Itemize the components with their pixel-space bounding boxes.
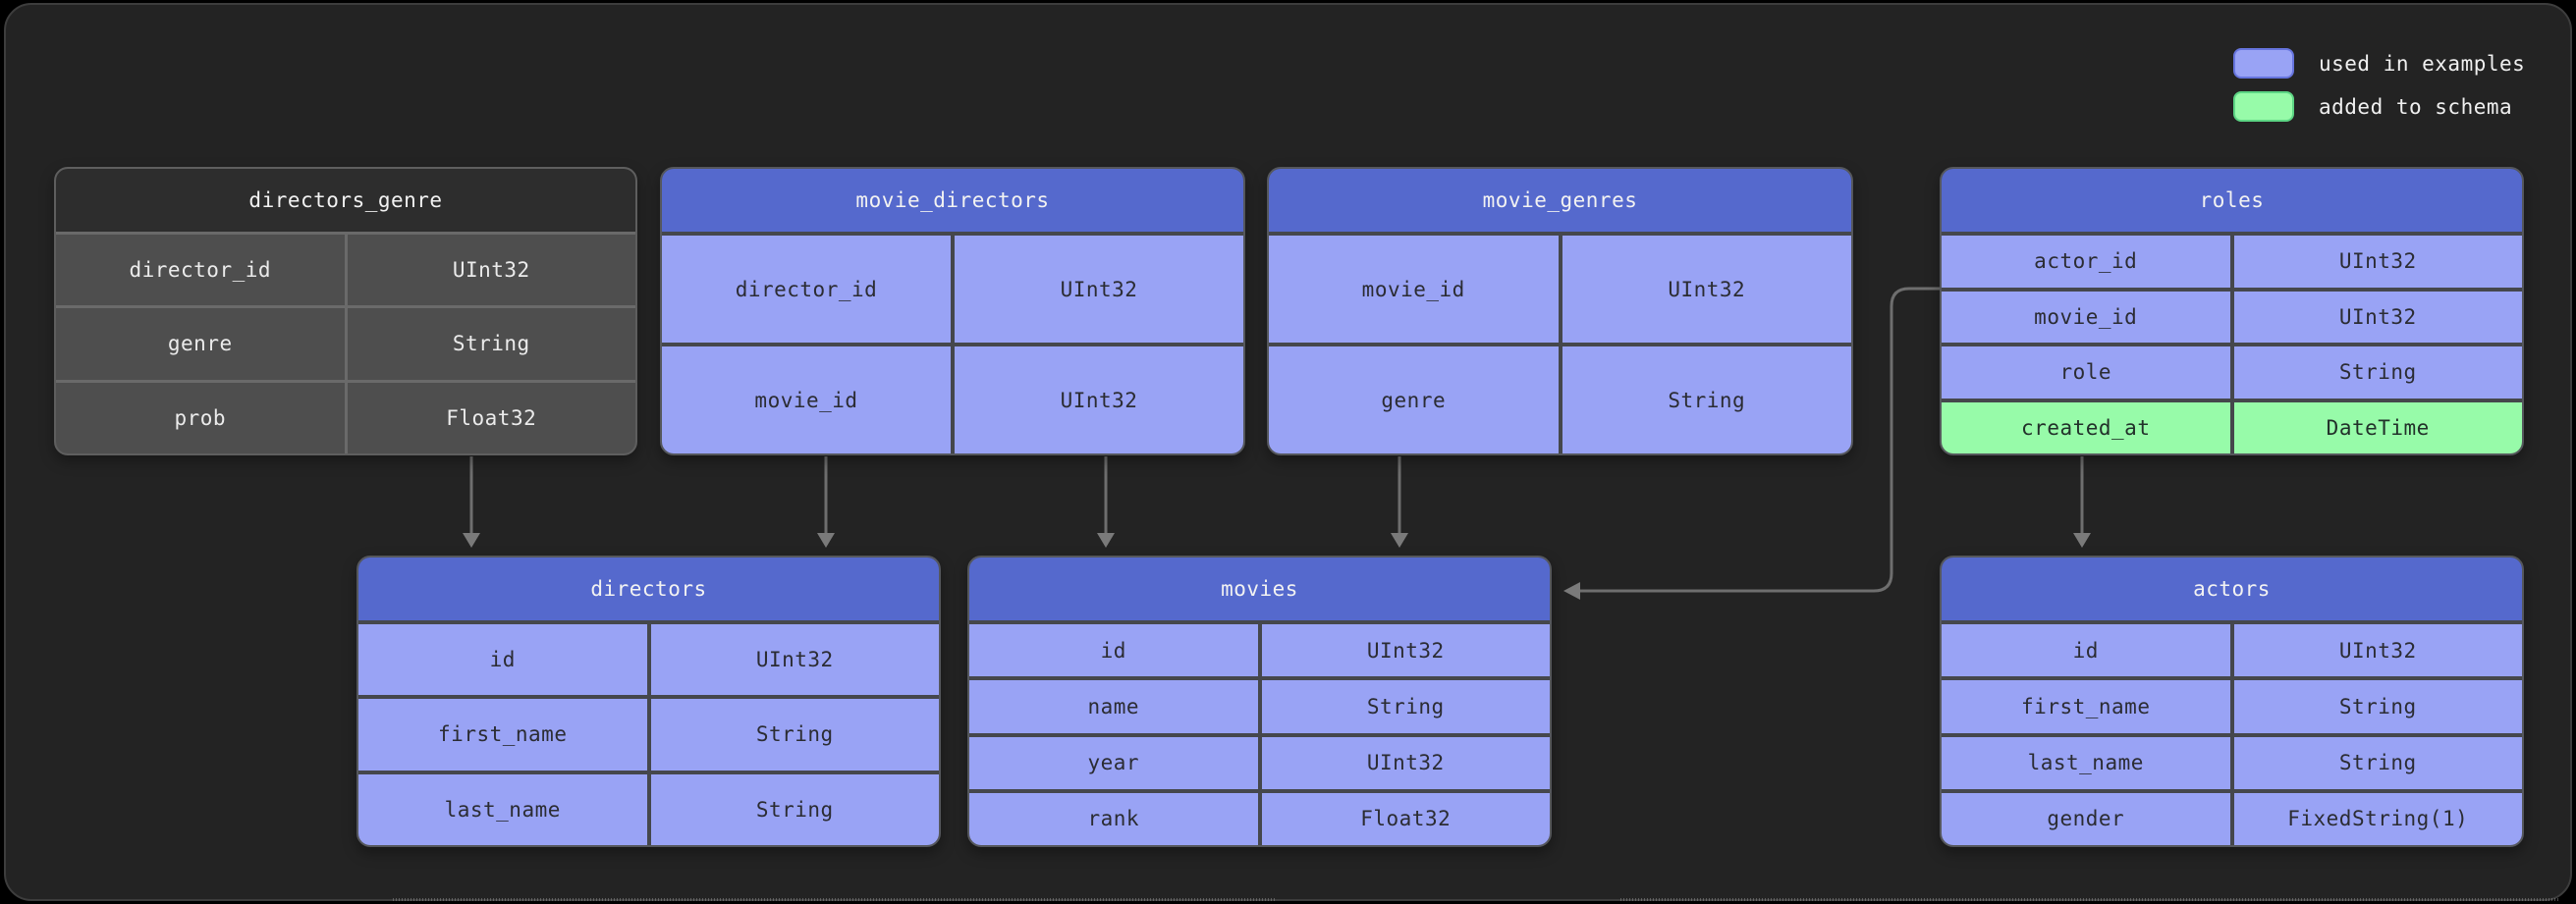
field-name: last_name: [358, 773, 647, 845]
field-type: UInt32: [955, 236, 1243, 343]
field-type: String: [347, 308, 635, 380]
legend-swatch-used-in-examples: [2233, 48, 2294, 79]
field-name: first_name: [358, 699, 647, 771]
field-type: UInt32: [955, 346, 1243, 453]
field-name: name: [969, 680, 1258, 733]
field-name: movie_id: [662, 346, 951, 453]
table-title-directors_genre: directors_genre: [56, 169, 635, 232]
field-name: year: [969, 736, 1258, 789]
table-title-movie_genres: movie_genres: [1269, 169, 1851, 232]
field-name: id: [969, 624, 1258, 677]
field-name: director_id: [56, 235, 345, 306]
bottom-cutoff-artifact: [393, 898, 1277, 901]
field-name: last_name: [1942, 736, 2230, 789]
field-name: prob: [56, 382, 345, 453]
field-name: movie_id: [1942, 291, 2230, 343]
legend: used in examples added to schema: [2233, 48, 2525, 122]
field-type: Float32: [347, 382, 635, 453]
field-name: genre: [56, 308, 345, 380]
field-name: id: [358, 624, 647, 696]
table-title-movie_directors: movie_directors: [662, 169, 1243, 232]
field-type: String: [650, 699, 939, 771]
field-type: String: [2233, 346, 2522, 399]
field-type: DateTime: [2233, 401, 2522, 453]
bottom-cutoff-artifact: [1620, 898, 2558, 901]
table-title-roles: roles: [1942, 169, 2522, 232]
table-title-movies: movies: [969, 558, 1550, 620]
field-type: Float32: [1261, 792, 1550, 845]
field-type: String: [650, 773, 939, 845]
field-type: String: [2233, 680, 2522, 733]
field-type: UInt32: [1261, 624, 1550, 677]
field-name: movie_id: [1269, 236, 1559, 343]
field-type: UInt32: [2233, 291, 2522, 343]
table-title-directors: directors: [358, 558, 939, 620]
legend-swatch-added-to-schema: [2233, 91, 2294, 122]
field-name: id: [1942, 624, 2230, 677]
field-name: role: [1942, 346, 2230, 399]
field-type: UInt32: [1562, 236, 1851, 343]
field-name: gender: [1942, 792, 2230, 845]
field-name: director_id: [662, 236, 951, 343]
legend-label-used-in-examples: used in examples: [2319, 51, 2526, 76]
field-type: UInt32: [2233, 236, 2522, 288]
legend-item-used-in-examples: used in examples: [2233, 48, 2525, 79]
field-type: String: [1261, 680, 1550, 733]
table-title-actors: actors: [1942, 558, 2522, 620]
field-type: UInt32: [2233, 624, 2522, 677]
field-type: UInt32: [1261, 736, 1550, 789]
field-name: first_name: [1942, 680, 2230, 733]
field-name: genre: [1269, 346, 1559, 453]
legend-item-added-to-schema: added to schema: [2233, 91, 2525, 122]
field-name: rank: [969, 792, 1258, 845]
legend-label-added-to-schema: added to schema: [2319, 94, 2513, 119]
field-type: String: [1562, 346, 1851, 453]
field-type: FixedString(1): [2233, 792, 2522, 845]
field-name: created_at: [1942, 401, 2230, 453]
field-name: actor_id: [1942, 236, 2230, 288]
field-type: UInt32: [650, 624, 939, 696]
field-type: UInt32: [347, 235, 635, 306]
field-type: String: [2233, 736, 2522, 789]
